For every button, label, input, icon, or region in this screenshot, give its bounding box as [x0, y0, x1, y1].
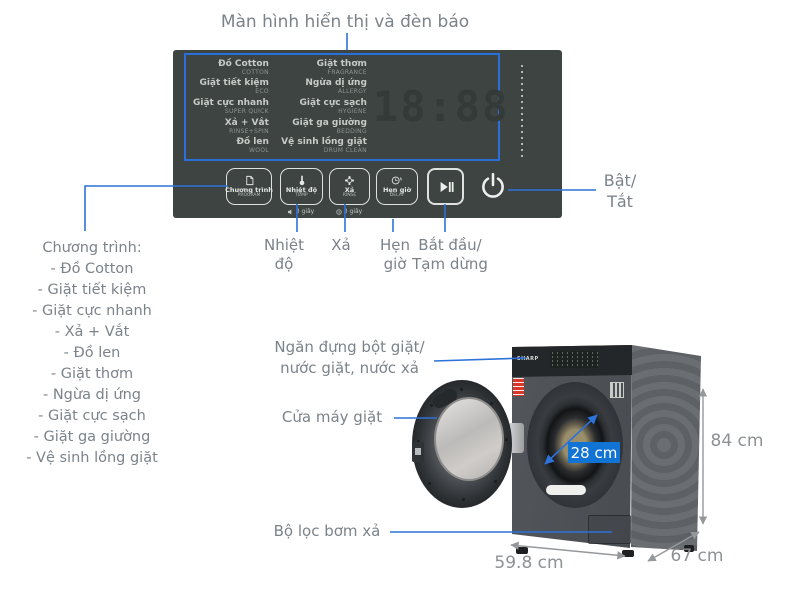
door-hinge — [508, 423, 524, 453]
display-title: Màn hình hiển thị và đèn báo — [220, 12, 470, 32]
machine-foot — [622, 550, 634, 557]
inverter-badge — [610, 382, 624, 398]
temperature-button[interactable]: Nhiệt độ TEMP — [280, 168, 323, 205]
delay-clock-icon: h — [391, 176, 403, 184]
status-light-bar — [546, 485, 586, 495]
thermometer-icon — [299, 175, 304, 185]
play-pause-icon — [440, 181, 454, 192]
door-latch — [412, 442, 424, 462]
list-item: - Giặt cực nhanh — [32, 303, 152, 319]
list-item: - Đồ len — [63, 345, 121, 361]
depth-dimension: 67 cm — [670, 546, 724, 566]
washing-machine-illustration: SHARP — [400, 335, 710, 570]
list-item: - Giặt tiết kiệm — [37, 282, 147, 298]
program-list: Chương trình: - Đồ Cotton - Giặt tiết ki… — [8, 238, 176, 469]
temp-hold-hint: 3 giây — [276, 208, 326, 215]
open-door — [412, 380, 512, 508]
rinse-hold-hint: 3 giây — [324, 208, 374, 215]
clock-icon — [336, 208, 342, 215]
program-list-title: Chương trình: — [42, 240, 142, 256]
list-item: - Giặt cực sạch — [38, 408, 146, 424]
start-callout-label: Bắt đầu/ Tạm dừng — [412, 236, 488, 273]
svg-text:h: h — [400, 176, 403, 181]
start-pause-button[interactable] — [427, 168, 464, 205]
list-item: - Xả + Vắt — [54, 324, 130, 340]
drawer-label: Ngăn đựng bột giặt/ nước giặt, nước xả — [274, 338, 425, 377]
height-dimension: 84 cm — [710, 431, 764, 451]
energy-label-sticker — [513, 378, 524, 396]
door-glass — [434, 397, 504, 481]
list-item: - Vệ sinh lồng giặt — [26, 450, 158, 466]
door-screw-dots — [460, 388, 463, 391]
program-icon — [245, 175, 253, 185]
list-item: - Đồ Cotton — [50, 261, 134, 277]
delay-button[interactable]: h Hẹn giờ DELAY — [376, 168, 418, 205]
led-column-4 — [520, 63, 524, 161]
list-item: - Giặt thơm — [50, 366, 134, 382]
door-diameter-badge: 28 cm — [568, 442, 620, 463]
mute-icon — [287, 208, 292, 215]
delay-callout-label: Hẹn giờ — [379, 236, 410, 273]
list-item: - Giặt ga giường — [33, 429, 151, 445]
machine-mini-display — [550, 351, 598, 368]
rinse-icon — [344, 175, 355, 185]
time-display: 18:88 — [372, 81, 510, 131]
drain-filter-panel — [588, 515, 631, 544]
width-dimension: 59.8 cm — [494, 553, 564, 573]
rinse-button[interactable]: Xả RINSE — [329, 168, 370, 205]
machine-side-panel — [631, 345, 701, 551]
door-label: Cửa máy giặt — [281, 408, 383, 426]
temp-callout-label: Nhiệt độ — [263, 236, 304, 273]
power-label: Bật/ Tắt — [603, 171, 637, 211]
brand-logo: SHARP — [517, 356, 539, 362]
power-button[interactable] — [478, 171, 508, 201]
filter-label: Bộ lọc bơm xả — [273, 522, 381, 540]
rinse-callout-label: Xả — [331, 236, 351, 254]
program-button[interactable]: Chương trình PROGRAM — [225, 168, 273, 205]
list-item: - Ngừa dị ứng — [42, 387, 141, 403]
